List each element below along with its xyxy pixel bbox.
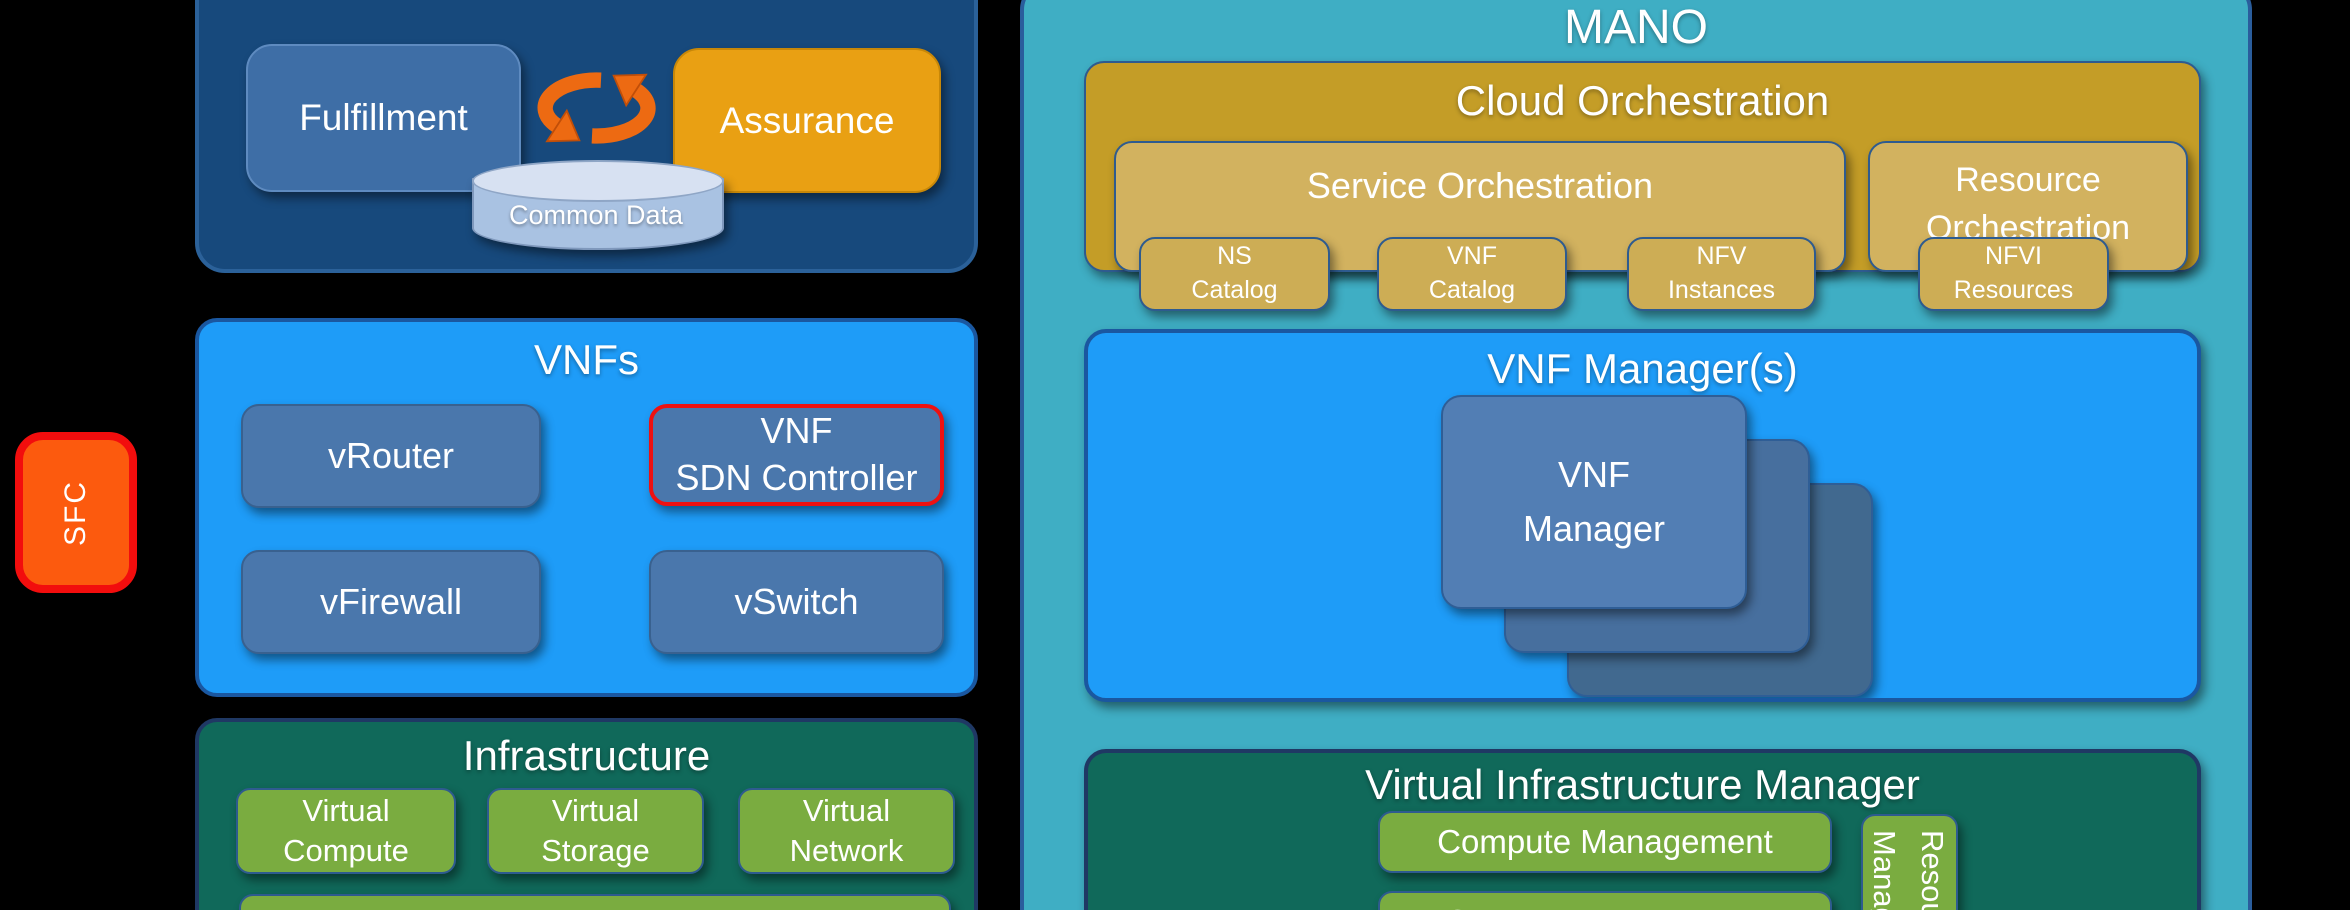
mano-title: MANO (1564, 1, 1708, 54)
common-data-cylinder: Common Data (472, 160, 724, 252)
sfc-badge: SFC (15, 432, 137, 593)
nfv-instances-box: NFV Instances (1627, 237, 1816, 311)
vnf-manager-card-front: VNF Manager (1441, 395, 1747, 609)
virtualization-layer-label: Virtualization Layer (463, 902, 726, 910)
vfirewall-label: vFirewall (319, 580, 462, 622)
vim-box: Virtual Infrastructure Manager Compute M… (1084, 749, 2201, 910)
nfvi-resources-box: NFVI Resources (1918, 237, 2109, 311)
vnfs-panel: VNFs vRouter VNF SDN Controller vFirewal… (195, 318, 978, 697)
ns-catalog-label: NS Catalog (1191, 242, 1278, 304)
assurance-box: Assurance (673, 48, 941, 193)
compute-management-box: Compute Management (1378, 811, 1832, 873)
storage-management-box: Storage Management (1378, 891, 1832, 910)
sfc-label: SFC (59, 479, 92, 546)
storage-management-label: Storage Management (1446, 901, 1763, 910)
vswitch-box: vSwitch (649, 550, 944, 654)
virtualization-layer-box: Virtualization Layer (239, 894, 951, 910)
sync-arrows-icon (537, 72, 656, 144)
vnf-catalog-label: VNF Catalog (1428, 242, 1516, 304)
compute-management-label: Compute Management (1437, 822, 1773, 860)
virtual-compute-label: Virtual Compute (283, 792, 409, 868)
vrouter-label: vRouter (327, 434, 455, 476)
vnf-manager-card-label: VNF Manager (1522, 454, 1666, 549)
vswitch-label: vSwitch (734, 580, 859, 622)
infrastructure-panel: Infrastructure Virtual Compute Virtual S… (195, 718, 978, 910)
mano-panel: MANO Cloud Orchestration Service Orchest… (1020, 0, 2252, 910)
vnf-sdn-controller-label: VNF SDN Controller (675, 410, 918, 498)
vnfs-title: VNFs (534, 336, 639, 383)
infrastructure-title: Infrastructure (462, 732, 711, 779)
fulfillment-box: Fulfillment (246, 44, 521, 192)
cloud-orchestration-box: Cloud Orchestration Service Orchestratio… (1084, 61, 2201, 272)
assurance-label: Assurance (719, 99, 895, 141)
cylinder-top (472, 160, 724, 202)
nfv-instances-label: NFV Instances (1667, 242, 1775, 304)
fulfillment-label: Fulfillment (299, 97, 468, 138)
vfirewall-box: vFirewall (241, 550, 541, 654)
vnf-managers-title: VNF Manager(s) (1487, 345, 1798, 392)
virtual-network-box: Virtual Network (738, 788, 955, 874)
virtual-compute-box: Virtual Compute (236, 788, 456, 874)
vnf-sdn-controller-box: VNF SDN Controller (649, 404, 944, 506)
vnf-catalog-box: VNF Catalog (1377, 237, 1567, 311)
vrouter-box: vRouter (241, 404, 541, 508)
nfvi-resources-label: NFVI Resources (1953, 242, 2074, 304)
common-data-label: Common Data (508, 200, 684, 230)
resource-management-label: Resource Management (1867, 830, 1950, 910)
cloud-orchestration-title: Cloud Orchestration (1455, 77, 1830, 124)
ns-catalog-box: NS Catalog (1139, 237, 1330, 311)
oss-panel: Fulfillment Assurance Common Data (195, 0, 978, 273)
virtual-storage-box: Virtual Storage (487, 788, 704, 874)
service-orchestration-label: Service Orchestration (1306, 165, 1654, 206)
resource-management-box: Resource Management (1861, 814, 1958, 910)
virtual-storage-label: Virtual Storage (541, 792, 650, 868)
virtual-network-label: Virtual Network (789, 792, 904, 868)
vnf-managers-box: VNF Manager(s) VNF Manager (1084, 329, 2201, 702)
vim-title: Virtual Infrastructure Manager (1365, 761, 1920, 808)
